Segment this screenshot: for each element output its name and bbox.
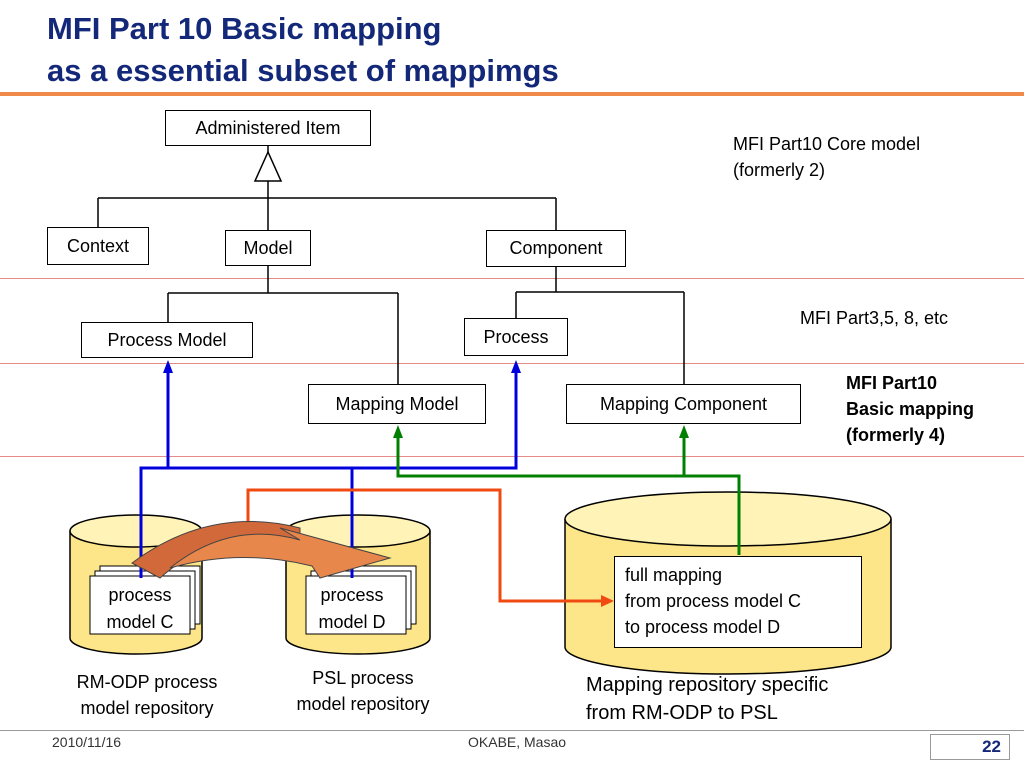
psl-caption-line2: model repository [296, 694, 430, 714]
full-mapping-line1: full mapping [625, 565, 723, 585]
mapping-caption-line1: Mapping repository specific [586, 674, 829, 696]
parts-layer-label: MFI Part3,5, 8, etc [800, 305, 948, 331]
basic-mapping-line1: MFI Part10 [846, 373, 938, 393]
basic-mapping-line2: Basic mapping [846, 399, 975, 419]
psl-caption-line1: PSL process [312, 668, 414, 688]
context-label: Context [66, 235, 130, 256]
footer-date: 2010/11/16 [52, 734, 122, 750]
footer-author: OKABE, Masao [468, 734, 567, 750]
context-box: Context [47, 227, 149, 265]
mapping-caption-line2: from RM-ODP to PSL [586, 702, 778, 724]
rm-odp-caption: RM-ODP process model repository [44, 669, 250, 721]
component-box: Component [486, 230, 626, 267]
parts-layer-line1: MFI Part3,5, 8, etc [800, 308, 949, 328]
slide-title-line2: as a essential subset of mappimgs [47, 53, 559, 88]
model-box: Model [225, 230, 311, 266]
model-label: Model [243, 237, 293, 258]
component-label: Component [509, 238, 603, 258]
full-mapping-box: full mapping from process model C to pro… [614, 556, 862, 648]
core-layer-line1: MFI Part10 Core model [733, 134, 921, 154]
page-number: 22 [930, 734, 1010, 760]
layer-divider-2 [0, 363, 1024, 364]
title-underline [0, 92, 1024, 96]
core-layer-line2: (formerly 2) [733, 160, 826, 180]
rm-odp-caption-line2: model repository [80, 698, 214, 718]
full-mapping-line3: to process model D [625, 617, 781, 637]
process-model-c-doc: process model C [90, 582, 190, 636]
layer-divider-1 [0, 278, 1024, 279]
doc-d-line1: process [320, 585, 384, 605]
administered-item-box: Administered Item [165, 110, 371, 146]
footer-divider [0, 730, 1024, 731]
mapping-caption: Mapping repository specific from RM-ODP … [586, 671, 828, 727]
process-label: Process [483, 326, 549, 347]
psl-caption: PSL process model repository [270, 665, 456, 717]
doc-c-line2: model C [106, 612, 174, 632]
process-model-label: Process Model [107, 329, 227, 350]
mapping-model-label: Mapping Model [335, 393, 459, 414]
doc-c-line1: process [108, 585, 172, 605]
doc-d-line2: model D [318, 612, 386, 632]
process-model-box: Process Model [81, 322, 253, 358]
mapping-component-box: Mapping Component [566, 384, 801, 424]
mapping-component-label: Mapping Component [599, 393, 768, 414]
administered-item-label: Administered Item [195, 117, 341, 138]
full-mapping-line2: from process model C [625, 591, 802, 611]
mapping-model-box: Mapping Model [308, 384, 486, 424]
process-model-d-doc: process model D [302, 582, 402, 636]
process-box: Process [464, 318, 568, 356]
core-layer-label: MFI Part10 Core model (formerly 2) [733, 131, 920, 183]
rm-odp-caption-line1: RM-ODP process [76, 672, 218, 692]
layer-divider-3 [0, 456, 1024, 457]
basic-mapping-line3: (formerly 4) [846, 425, 946, 445]
slide-title: MFI Part 10 Basic mapping as a essential… [47, 8, 559, 92]
slide-title-line1: MFI Part 10 Basic mapping [47, 11, 442, 46]
basic-mapping-layer-label: MFI Part10 Basic mapping (formerly 4) [846, 370, 974, 448]
